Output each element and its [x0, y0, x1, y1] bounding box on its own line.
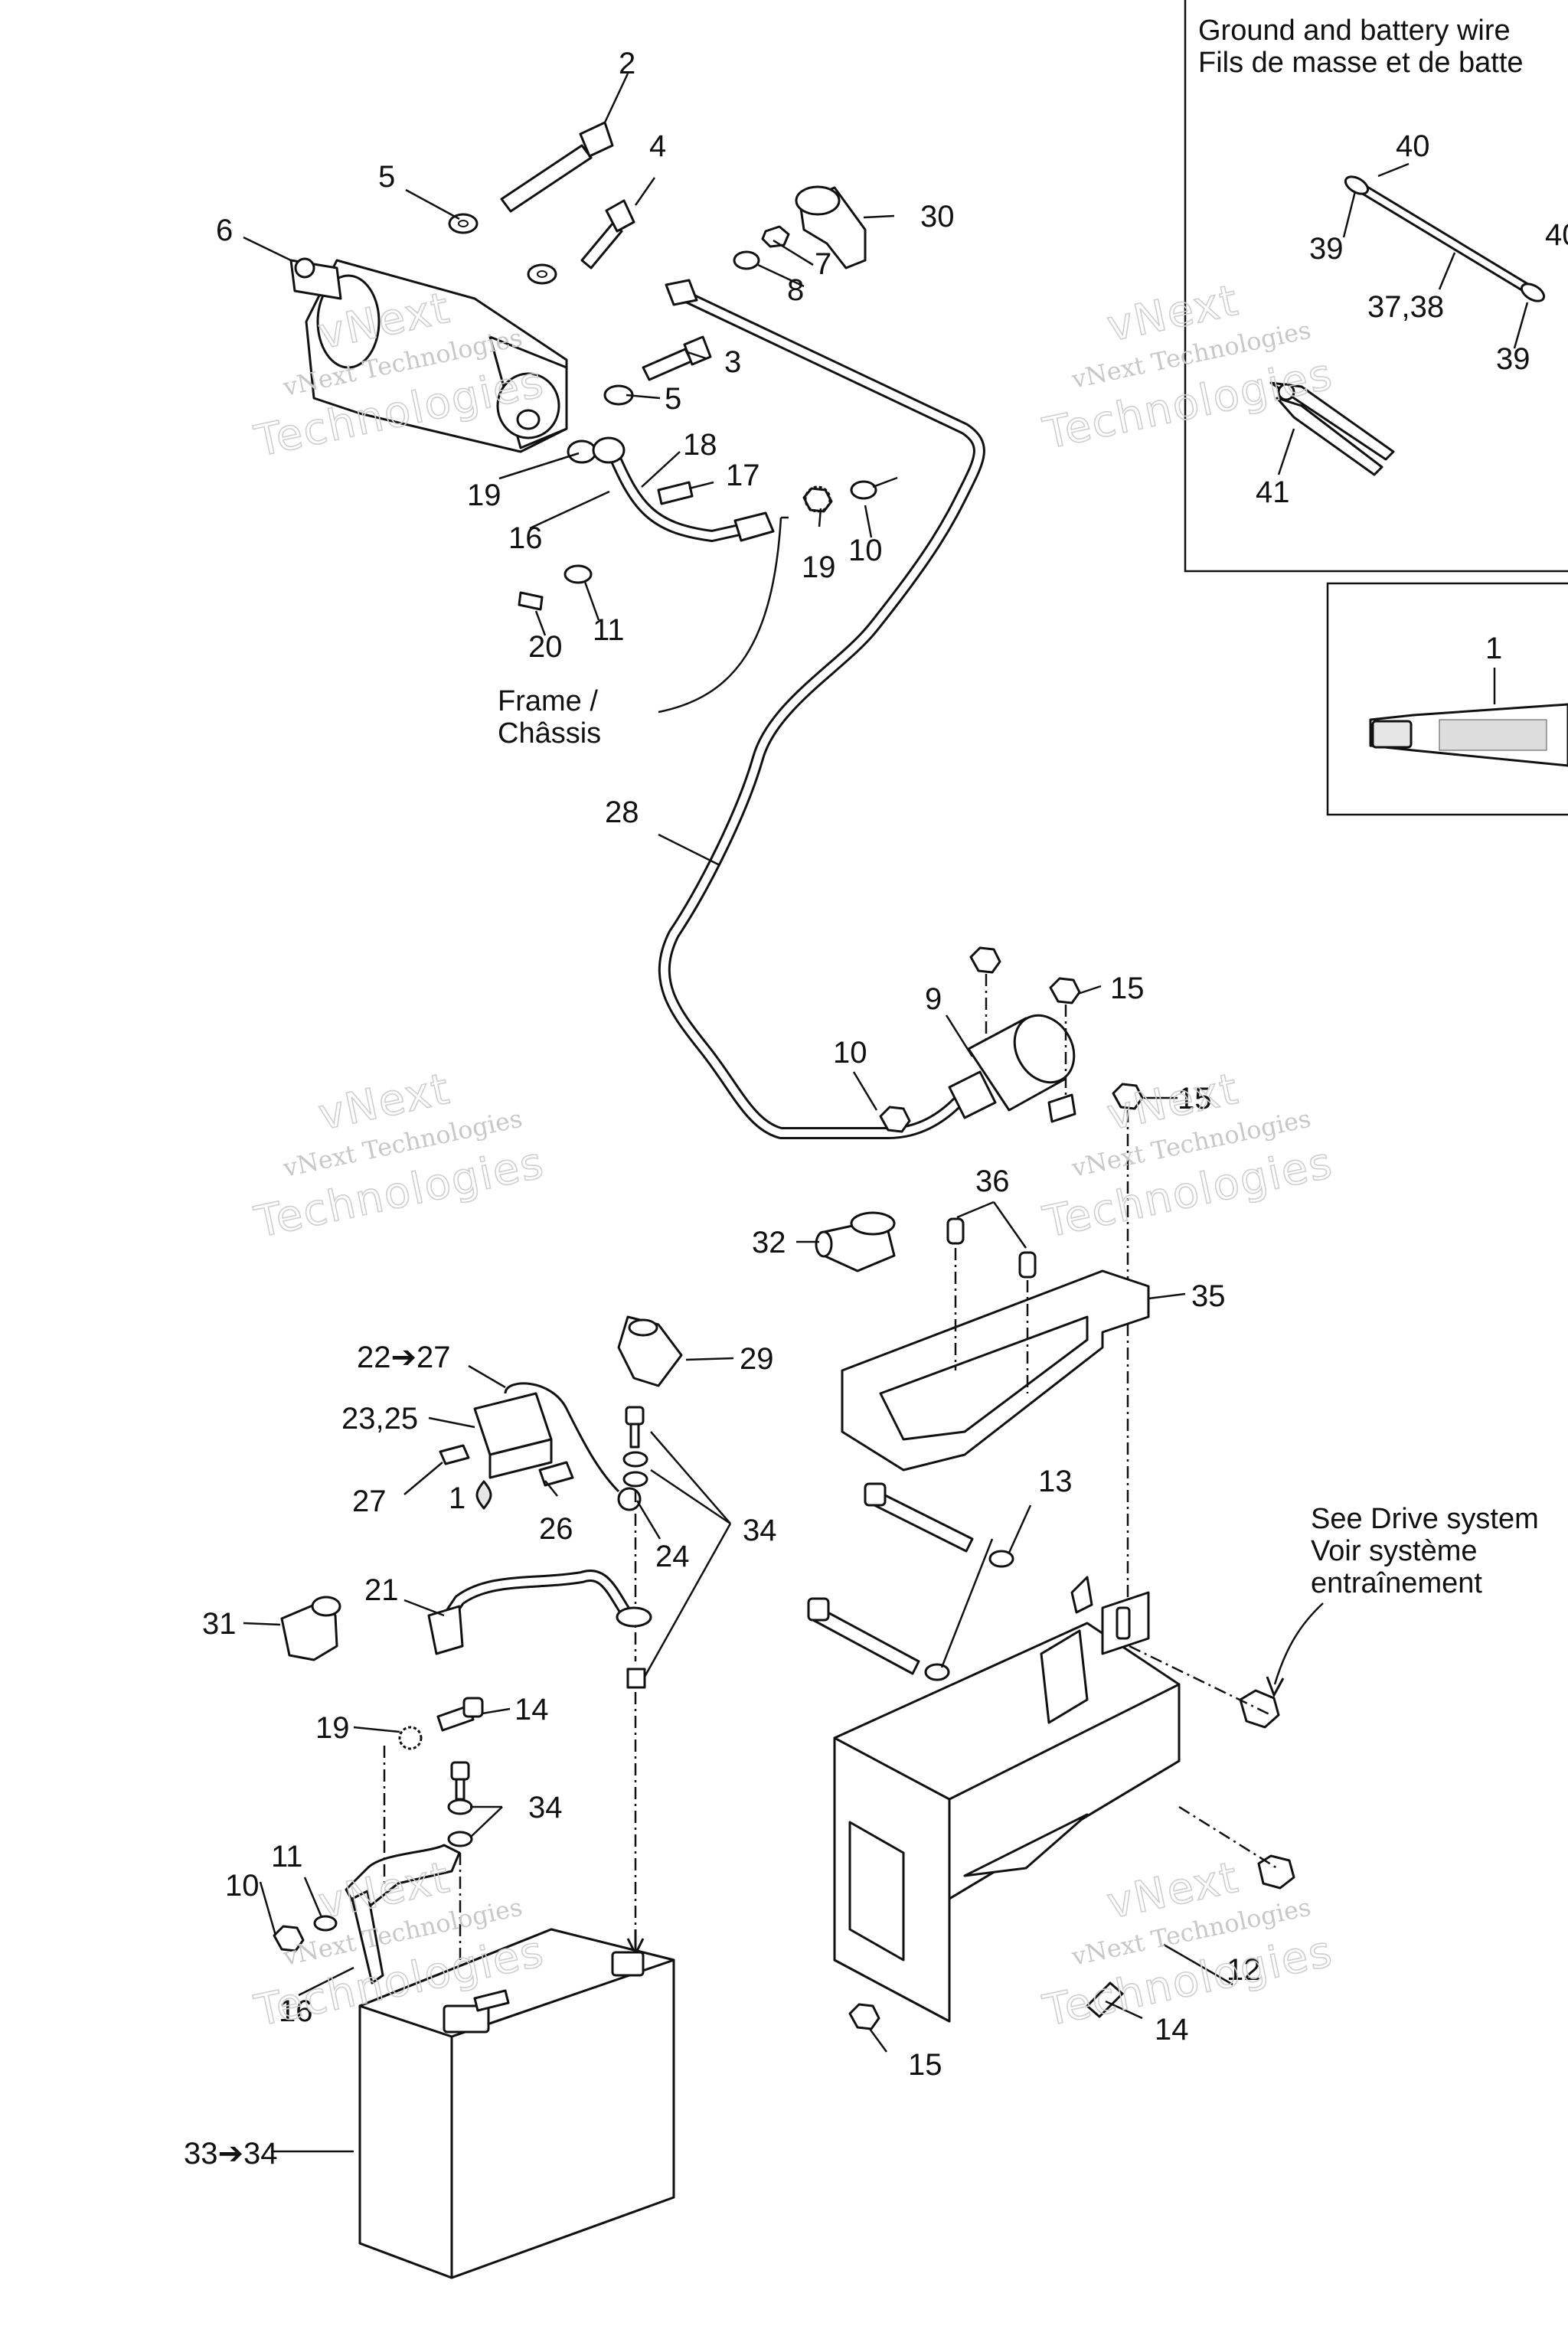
watermark-4: vNext vNext Technologies Technologies	[1038, 1063, 1338, 1249]
callout-19b: 19	[802, 550, 836, 584]
terminal-boot-30	[795, 185, 867, 270]
callout-4: 4	[649, 129, 666, 163]
callout-40a: 40	[1396, 129, 1430, 163]
callout-19c: 19	[315, 1711, 350, 1745]
inset-title-en: Ground and battery wire	[1198, 15, 1511, 47]
callout-34a: 34	[743, 1514, 777, 1547]
callout-8: 8	[787, 273, 804, 307]
callout-40b: 40	[1545, 218, 1568, 252]
callout-1-grease: 1	[1485, 632, 1502, 665]
callout-32: 32	[752, 1226, 786, 1259]
callout-24: 24	[655, 1540, 690, 1573]
terminal-boot-29	[617, 1315, 683, 1387]
callout-41: 41	[1256, 475, 1290, 509]
callout-27: 27	[352, 1485, 387, 1518]
callout-15b: 15	[1178, 1082, 1212, 1116]
grease-tube-icon	[1369, 703, 1568, 767]
callout-36: 36	[975, 1165, 1010, 1198]
battery-cable-28	[658, 279, 985, 1139]
battery-terminal-hardware-lower	[273, 1697, 484, 1984]
ground-cable-icon	[1344, 175, 1546, 302]
callout-10b: 10	[833, 1036, 867, 1070]
solenoid-bracket-35	[841, 1217, 1150, 1472]
callout-19a: 19	[467, 479, 501, 512]
battery-terminal-hardware-upper	[622, 1406, 648, 1957]
callout-7: 7	[815, 247, 831, 281]
starter-hardware	[448, 121, 877, 611]
battery-cable-21	[427, 1570, 652, 1655]
starter-motor	[289, 257, 568, 453]
starter-cable-16	[592, 436, 775, 542]
callout-16b: 16	[279, 1994, 313, 2028]
drive-note-line3: entraînement	[1311, 1567, 1482, 1599]
callout-14b: 14	[1155, 2013, 1189, 2047]
callout-15c: 15	[908, 2048, 942, 2082]
harness-connector	[439, 1382, 642, 1511]
callout-39b: 39	[1496, 342, 1530, 376]
callout-10a: 10	[848, 534, 883, 567]
callout-22-27: 22➔27	[357, 1341, 451, 1374]
callout-23-25: 23,25	[341, 1402, 418, 1436]
watermark-2: vNext vNext Technologies Technologies	[1038, 275, 1338, 460]
grease-tube-inset: 1	[1326, 582, 1568, 816]
callout-34b: 34	[528, 1791, 563, 1824]
callout-5a: 5	[378, 160, 395, 194]
callout-29: 29	[740, 1342, 774, 1376]
callout-3: 3	[724, 345, 741, 379]
terminal-boot-31	[280, 1596, 341, 1661]
callout-15a: 15	[1110, 972, 1145, 1005]
callout-18: 18	[683, 428, 717, 462]
callout-13: 13	[1038, 1465, 1073, 1498]
callout-20: 20	[528, 630, 563, 664]
terminal-boot-32	[815, 1211, 896, 1272]
callout-35: 35	[1191, 1279, 1226, 1313]
inset-title-fr: Fils de masse et de batte	[1198, 47, 1524, 79]
callout-14a: 14	[514, 1693, 549, 1726]
drive-note-line1: See Drive system	[1311, 1503, 1539, 1535]
callout-26: 26	[539, 1512, 573, 1546]
frame-note-fr: Châssis	[498, 717, 601, 750]
battery-33	[358, 1928, 675, 2279]
frame-note-en: Frame /	[498, 685, 598, 717]
drive-note-line2: Voir système	[1311, 1535, 1478, 1567]
callout-6: 6	[216, 214, 233, 247]
battery-box-hardware	[807, 1482, 1295, 2030]
callout-10c: 10	[225, 1869, 260, 1903]
callout-5b: 5	[665, 382, 681, 416]
starter-solenoid	[879, 946, 1144, 1133]
callout-11a: 11	[593, 613, 625, 647]
callout-39a: 39	[1309, 232, 1344, 266]
battery-box-12	[833, 1591, 1181, 2023]
callout-17: 17	[726, 459, 760, 492]
callout-2: 2	[619, 47, 635, 80]
callout-9: 9	[925, 982, 942, 1016]
callout-31: 31	[202, 1607, 237, 1641]
callout-21: 21	[364, 1573, 399, 1607]
callout-37-38: 37,38	[1367, 290, 1444, 324]
watermark-3: vNext vNext Technologies Technologies	[250, 1063, 549, 1249]
callout-33-34: 33➔34	[184, 2137, 278, 2171]
callout-1: 1	[449, 1481, 466, 1515]
callout-16a: 16	[508, 521, 543, 555]
crimp-tool-icon	[1269, 381, 1395, 476]
callout-12: 12	[1227, 1953, 1261, 1987]
leader-lines	[243, 73, 1324, 2153]
callout-30: 30	[920, 200, 955, 234]
callout-28: 28	[605, 795, 639, 829]
callout-11b: 11	[271, 1840, 303, 1873]
ground-battery-wire-inset: Ground and battery wire Fils de masse et…	[1184, 0, 1568, 573]
callout-labels: 2 4 5 6 30 7 8 3 5 18 17 19 16 19 10 20 …	[184, 47, 1539, 2171]
